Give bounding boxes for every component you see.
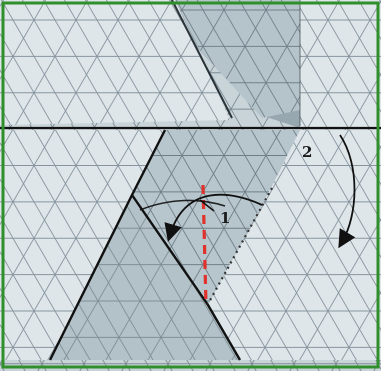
step-1-label: 1 [220,209,230,227]
upper-right-flap [300,0,381,128]
step-2-label: 2 [302,143,312,161]
